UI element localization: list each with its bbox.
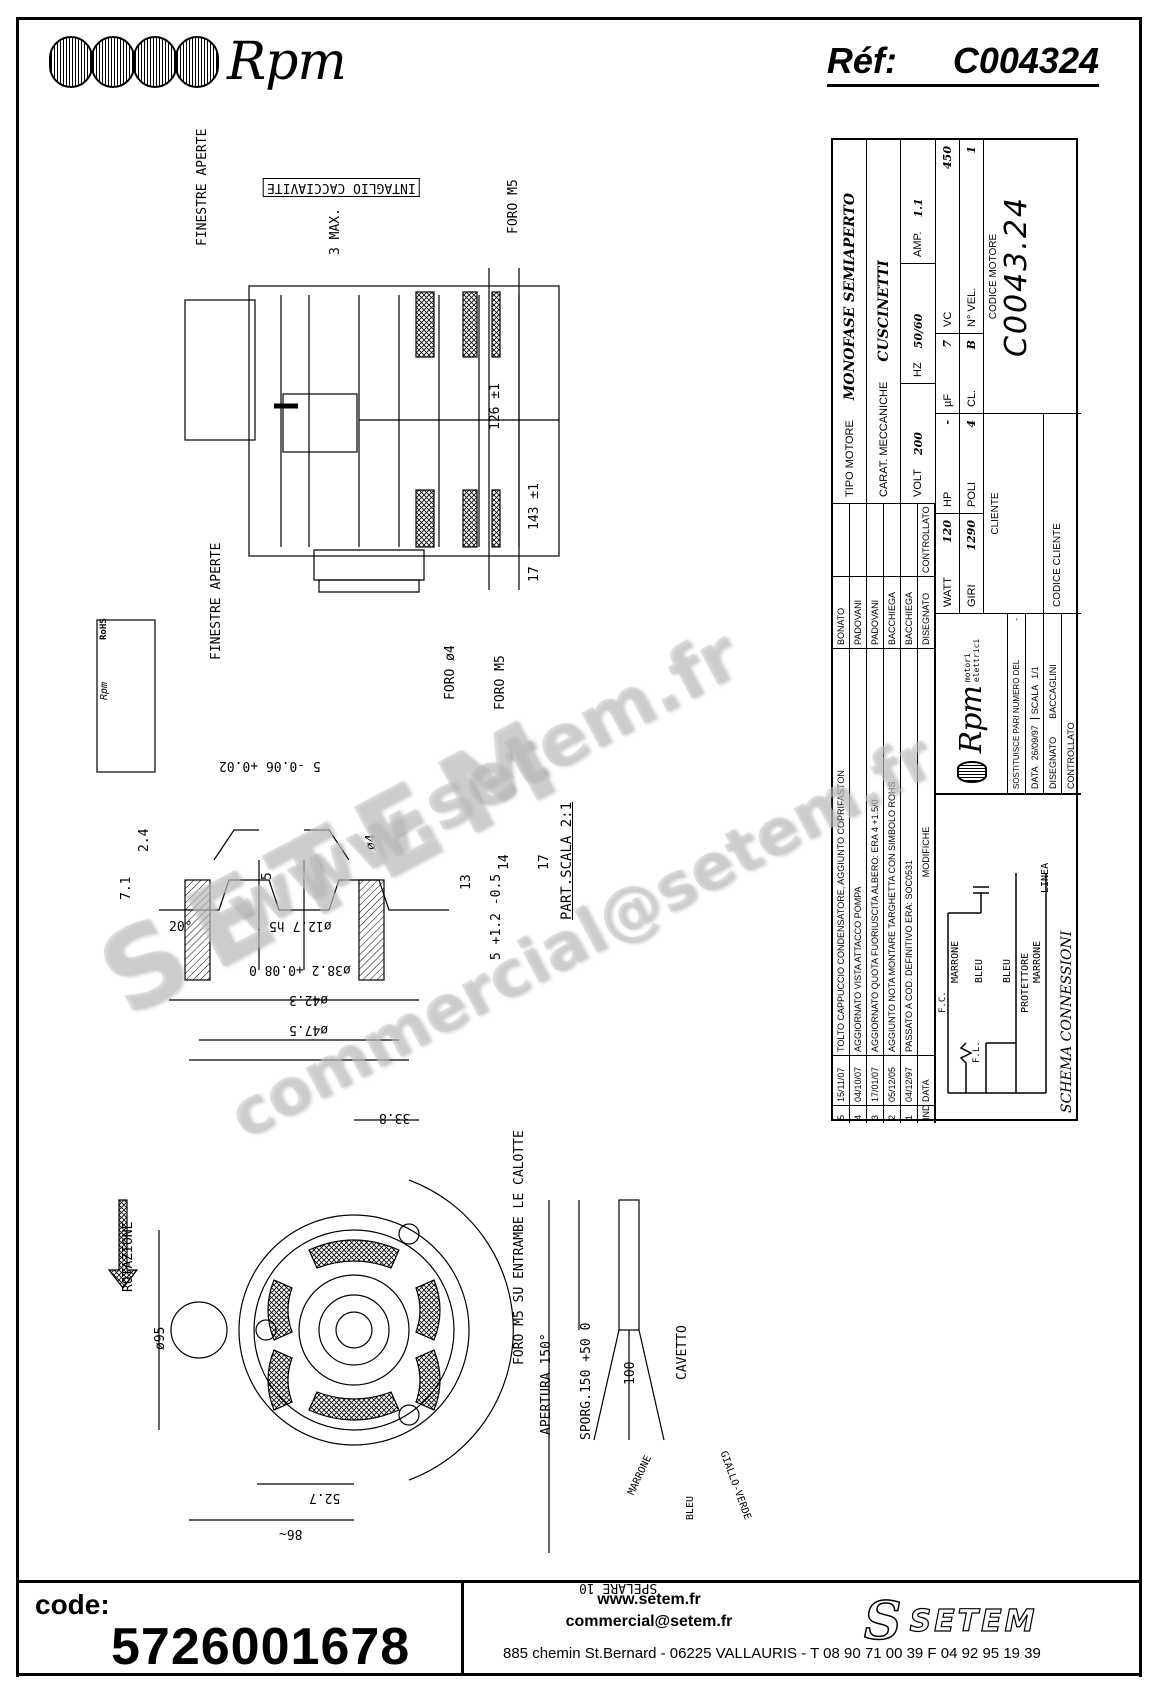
schema-label-bleu-2: BLEU xyxy=(974,958,985,983)
coil-icon xyxy=(49,36,93,88)
setem-logo: S SETEM xyxy=(863,1590,1038,1653)
label-foro-m5-calotte: FORO M5 SU ENTRAMBE LE CALOTTE xyxy=(512,1130,527,1365)
label-finestre-aperte-top: FINESTRE APERTE xyxy=(195,128,210,246)
mod-row: 1 04/12/97 PASSATO A COD. DEFINITIVO ERA… xyxy=(901,504,918,1123)
dim-14: 14 xyxy=(497,854,512,870)
dim-d47-5: ø47.5 xyxy=(289,1022,329,1037)
label-cavetto: CAVETTO xyxy=(675,1325,690,1380)
label-intaglio-cacciavite: INTAGLIO CACCIAVITE xyxy=(263,178,420,197)
dim-d42-3: ø42.3 xyxy=(289,992,329,1007)
spec-block: Rpm motori elettrici SOSTITUISCE PARI NU… xyxy=(936,140,1081,793)
svg-text:126 ±1: 126 ±1 xyxy=(488,383,503,430)
dim-86: 86~ xyxy=(279,1526,303,1541)
dim-d12-7: ø12.7 h5 xyxy=(269,918,332,933)
brand-name: Rpm xyxy=(227,32,347,92)
dim-5-tol2: 5 +1.2 -0.5 xyxy=(489,873,504,960)
dim-20deg: 20° xyxy=(169,920,193,935)
label-rotazione: ROTAZIONE xyxy=(121,1221,136,1292)
label-d95: ø95 xyxy=(153,1326,168,1350)
dim-13: 13 xyxy=(459,874,474,890)
mod-header-row: IND DATA MODIFICHE DISEGNATO CONTROLLATO xyxy=(918,504,935,1123)
modifications-table: 5 15/11/07 TOLTO CAPPUCCIO CONDENSATORE,… xyxy=(833,503,935,1123)
nameplate-brand: Rpm xyxy=(99,681,110,700)
nameplate-rohs: RoHS xyxy=(99,618,109,640)
coil-icon xyxy=(91,36,135,88)
label-finestre-aperte-bottom: FINESTRE APERTE xyxy=(209,542,224,660)
reference: Réf: C004324 xyxy=(826,40,1099,87)
schema-label-fl: F.L. xyxy=(972,1041,982,1063)
code-box: code: 5726001678 xyxy=(19,1583,464,1676)
schema-label-fc: F.C. xyxy=(938,991,948,1013)
label-foro-m5-bottom: FORO M5 xyxy=(493,655,508,710)
label-143: 143 ±1 xyxy=(527,483,542,530)
setem-swirl-icon: S xyxy=(863,1590,902,1653)
motor-type-block: TIPO MOTORE MONOFASE SEMIAPERTO CARAT. M… xyxy=(833,140,935,503)
code-value: 5726001678 xyxy=(111,1618,411,1676)
detail-scale-label: PART.SCALA 2:1 xyxy=(559,801,575,920)
footer: code: 5726001678 www.setem.fr commercial… xyxy=(16,1580,1142,1676)
label-sporg-150: SPORG.150 +50 0 xyxy=(579,1322,594,1440)
rpm-logo: Rpm xyxy=(49,32,347,92)
label-foro-m5-top: FORO M5 xyxy=(506,179,521,234)
sheet-frame xyxy=(16,17,1142,1677)
wiring-diagram-svg xyxy=(947,873,1047,1094)
label-foro-4: FORO ø4 xyxy=(443,645,458,700)
label-100: 100 xyxy=(623,1361,638,1385)
dim-7-1: 7.1 xyxy=(119,876,134,900)
dim-33-8: 33.8 xyxy=(379,1110,411,1125)
email-link[interactable]: commercial@setem.fr xyxy=(565,1613,733,1630)
schema-label-marrone: MARRONE xyxy=(1032,940,1043,983)
coil-icon xyxy=(133,36,177,88)
mod-row: 4 04/10/07 AGGIORNATO VISTA ATTACCO POMP… xyxy=(850,504,867,1123)
coil-icon xyxy=(175,36,219,88)
dim-17-detail: 17 xyxy=(537,854,552,870)
connection-schema: LINEA MARRONE PROTETTORE BLEU BLEU MARRO… xyxy=(936,793,1081,1123)
dim-52-7: 52.7 xyxy=(309,1490,341,1505)
dim-d4: ø4 xyxy=(364,834,379,850)
label-17: 17 xyxy=(527,566,542,582)
label-wire-bleu: BLEU xyxy=(685,1495,696,1520)
schema-label-bleu: BLEU xyxy=(1002,958,1013,983)
ref-value: C004324 xyxy=(952,40,1099,81)
dim-d38-2: ø38.2 +0.08 0 xyxy=(249,962,351,977)
schema-label-protettore: PROTETTORE xyxy=(1020,952,1031,1013)
coil-icon xyxy=(956,761,987,783)
codice-motore: C0043.24 xyxy=(999,196,1034,358)
code-label: code: xyxy=(35,1589,110,1620)
motor-drawings-svg: 126 ±1 xyxy=(96,268,665,1553)
schema-label-marrone-2: MARRONE xyxy=(950,940,961,983)
header: Rpm Réf: C004324 xyxy=(19,20,1139,100)
mod-row: 5 15/11/07 TOLTO CAPPUCCIO CONDENSATORE,… xyxy=(833,504,850,1123)
label-3-max: 3 MAX. xyxy=(328,208,343,255)
dim-5-tol: 5 -0.06 +0.02 xyxy=(219,758,321,773)
schema-label-linea: LINEA xyxy=(1040,862,1051,893)
mod-row: 2 05/12/05 AGGIUNTO NOTA MONTARE TARGHET… xyxy=(884,504,901,1123)
label-apertura-150: APERTURA 150° xyxy=(539,1333,554,1435)
setem-brand: SETEM xyxy=(909,1603,1038,1639)
technical-drawing: 126 ±1 xyxy=(19,100,1139,1595)
ref-label: Réf: xyxy=(826,40,897,81)
dim-2-4: 2.4 xyxy=(137,828,152,852)
address: 885 chemin St.Bernard - 06225 VALLAURIS … xyxy=(503,1645,1041,1662)
mod-row: 3 17/01/07 AGGIORNATO QUOTA FUORIUSCITA … xyxy=(867,504,884,1123)
title-block: 5 15/11/07 TOLTO CAPPUCCIO CONDENSATORE,… xyxy=(831,138,1081,1123)
website-link[interactable]: www.setem.fr xyxy=(597,1591,701,1608)
contact-block: www.setem.fr commercial@setem.fr xyxy=(479,1589,819,1633)
dim-5: 5 xyxy=(260,872,275,880)
company-block: Rpm motori elettrici SOSTITUISCE PARI NU… xyxy=(936,613,1081,793)
schema-title: SCHEMA CONNESSIONI xyxy=(1059,930,1075,1113)
